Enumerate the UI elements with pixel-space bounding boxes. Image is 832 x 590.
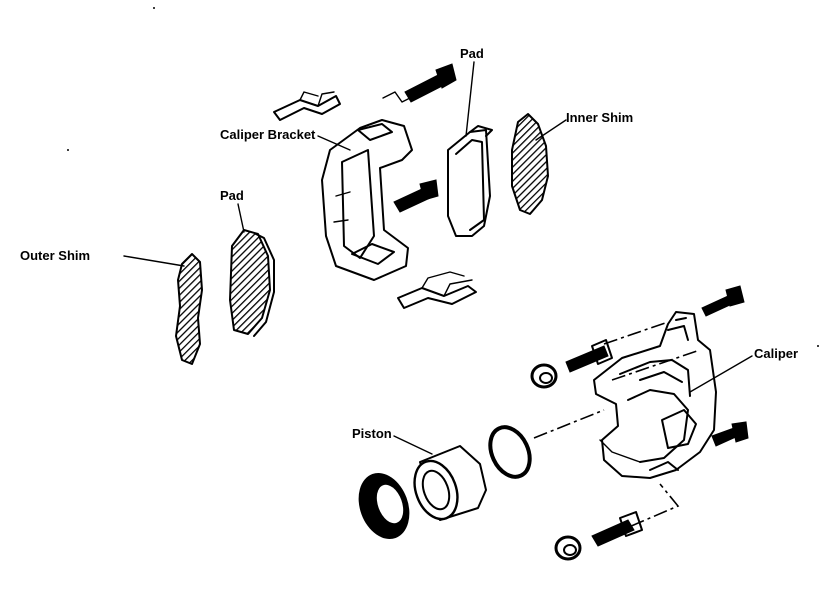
assembly-lines	[533, 321, 701, 537]
outer-shim	[175, 253, 203, 365]
piston	[413, 445, 487, 521]
caliper-body	[593, 311, 717, 479]
label-pad-top: Pad	[460, 46, 484, 61]
bracket-bolt-upper	[382, 63, 457, 103]
piston-seal	[488, 425, 532, 479]
label-caliper: Caliper	[754, 346, 798, 361]
caliper-bracket	[321, 119, 413, 281]
anti-rattle-clip-lower	[397, 271, 477, 309]
dust-boot	[358, 473, 410, 539]
label-outer-shim: Outer Shim	[20, 248, 90, 263]
speck	[817, 345, 819, 347]
bushing-upper	[530, 363, 558, 389]
label-pad-left: Pad	[220, 188, 244, 203]
bracket-bolt-middle	[393, 179, 439, 213]
inner-pad	[447, 125, 493, 237]
caliper-bolt-upper	[565, 285, 745, 373]
bushing-lower	[554, 535, 582, 561]
speck	[67, 149, 69, 151]
inner-shim	[511, 113, 549, 215]
label-caliper-bracket: Caliper Bracket	[220, 127, 316, 142]
label-inner-shim: Inner Shim	[566, 110, 633, 125]
leader-lines	[123, 61, 753, 455]
anti-rattle-clip-upper	[273, 91, 341, 121]
label-piston: Piston	[352, 426, 392, 441]
speck	[153, 7, 155, 9]
outer-pad	[229, 229, 275, 337]
